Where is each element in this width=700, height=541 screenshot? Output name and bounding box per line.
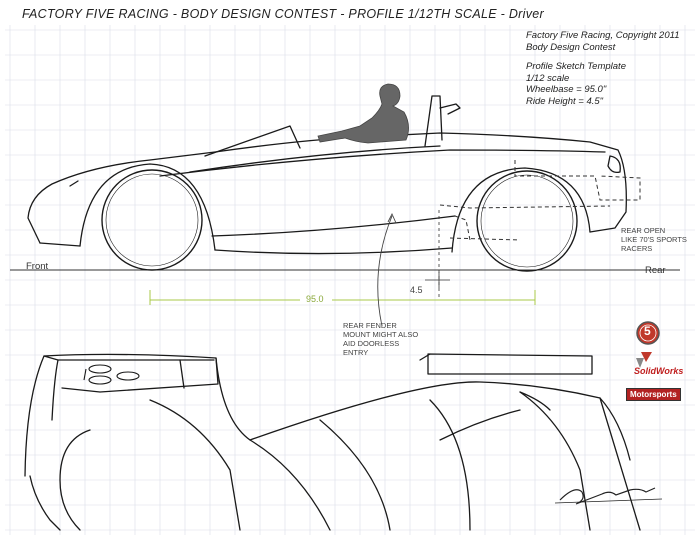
wheelbase-text: Wheelbase = 95.0" <box>526 84 607 95</box>
ffr-badge-logo <box>636 321 660 345</box>
rear-wheel <box>476 170 578 272</box>
car-profile-body <box>27 95 627 255</box>
ffr-badge-number: 5 <box>644 324 651 338</box>
designer-signature <box>559 487 656 505</box>
signature-underline <box>554 498 663 504</box>
contest-text: Body Design Contest <box>526 41 616 53</box>
rear-label: Rear <box>645 265 666 276</box>
sheet-info-block: Factory Five Racing, Copyright 2011 Body… <box>526 30 679 107</box>
fender-leader-arrowhead <box>387 212 397 224</box>
sheet-title: FACTORY FIVE RACING - BODY DESIGN CONTES… <box>22 7 544 21</box>
motorsports-logo-text: Motorsports <box>626 388 681 401</box>
grid <box>5 25 695 535</box>
body-section-sketch <box>24 353 641 531</box>
copyright-text: Factory Five Racing, Copyright 2011 <box>526 30 680 41</box>
scale-text: 1/12 scale <box>526 72 570 84</box>
driver-silhouette <box>317 83 409 144</box>
ride-height-dimension <box>425 272 450 288</box>
solidworks-logo-mark <box>636 352 652 368</box>
exhaust-pipes <box>83 364 140 385</box>
solidworks-logo-text: SolidWorks <box>634 366 684 376</box>
rear-open-note: REAR OPEN LIKE 70'S SPORTS RACERS <box>621 226 687 253</box>
motorsports-logo: Motorsports <box>626 384 681 402</box>
front-label: Front <box>26 261 49 272</box>
rear-fender-note: REAR FENDER MOUNT MIGHT ALSO AID DOORLES… <box>343 321 419 357</box>
fender-leader-arrow <box>377 215 393 327</box>
template-text: Profile Sketch Template <box>526 61 626 72</box>
rear-tail-dashed <box>439 160 641 241</box>
wheelbase-dim-label: 95.0 <box>306 294 324 304</box>
ride-height-text: Ride Height = 4.5" <box>526 95 604 107</box>
ride-height-dim-label: 4.5 <box>410 285 423 295</box>
front-wheel <box>101 169 203 271</box>
wheelbase-dimension <box>149 290 536 305</box>
